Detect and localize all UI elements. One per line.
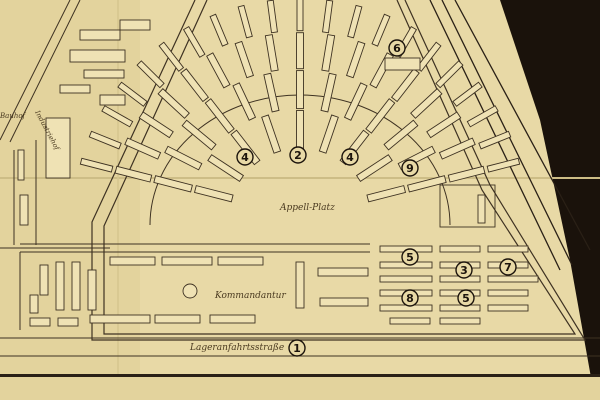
barrack-building xyxy=(138,111,174,139)
barrack-building xyxy=(318,114,339,154)
barrack-building xyxy=(157,88,190,119)
barrack-building xyxy=(390,68,420,103)
bauhof-label: Bauhof xyxy=(0,112,27,120)
map-bottom-border xyxy=(0,374,600,377)
barrack-building xyxy=(426,111,462,139)
barrack-building xyxy=(343,82,368,121)
marker-circle xyxy=(401,248,419,266)
barrack-building xyxy=(407,175,447,193)
marker-circle xyxy=(388,39,406,57)
barrack-building xyxy=(266,0,278,34)
barrack-building xyxy=(237,4,253,39)
appell-platz-label: Appell-Platz xyxy=(279,203,335,213)
marker-circle xyxy=(499,258,517,276)
camp-boundary xyxy=(91,0,587,341)
industriehof-buildings xyxy=(17,19,151,226)
kommandantur-label: Kommandantur xyxy=(214,291,286,301)
barrack-building xyxy=(478,130,512,150)
kommandantur-fence xyxy=(19,243,370,330)
barrack-building xyxy=(88,130,122,150)
barrack-building xyxy=(296,110,304,149)
barrack-building xyxy=(320,72,337,113)
barrack-building xyxy=(209,13,229,47)
barrack-building xyxy=(193,185,234,203)
barracks-group xyxy=(79,0,521,203)
barrack-building xyxy=(264,34,279,72)
barrack-building xyxy=(181,119,217,151)
barrack-building xyxy=(296,32,304,70)
barrack-building xyxy=(435,60,464,89)
barrack-building xyxy=(355,154,393,183)
marker-circle xyxy=(457,289,475,307)
marker-circle xyxy=(401,289,419,307)
barrack-building xyxy=(371,13,391,47)
barrack-building xyxy=(79,157,114,173)
marker-number: 3 xyxy=(460,264,468,277)
barrack-building xyxy=(261,114,282,154)
barrack-building xyxy=(232,82,257,121)
barrack-building xyxy=(234,40,254,79)
marker-circle xyxy=(341,148,359,166)
barrack-building xyxy=(321,34,336,72)
barrack-building xyxy=(164,145,203,171)
marker-circle xyxy=(288,339,306,357)
barrack-building xyxy=(347,4,363,39)
marker-circle xyxy=(455,261,473,279)
barrack-building xyxy=(158,41,185,72)
barrack-building xyxy=(204,98,235,134)
barrack-building xyxy=(153,175,193,193)
barrack-building xyxy=(365,98,396,134)
marker-number: 4 xyxy=(241,151,249,164)
barrack-building xyxy=(452,81,483,107)
marker-number: 7 xyxy=(504,261,512,274)
barrack-building xyxy=(180,68,210,103)
left-paths xyxy=(0,0,110,249)
marker-number: 5 xyxy=(406,251,414,264)
marker-number: 5 xyxy=(462,292,470,305)
table-background xyxy=(500,0,600,400)
barrack-building xyxy=(182,26,206,58)
lageranfahrtsstrasse-label: Lageranfahrtsstraße xyxy=(189,343,284,353)
marker-number: 9 xyxy=(406,162,414,175)
barrack-building xyxy=(263,72,280,113)
barrack-building xyxy=(124,137,162,160)
marker-circle xyxy=(289,146,307,164)
marker-circle xyxy=(401,159,419,177)
barrack-building xyxy=(466,105,499,128)
marker-number: 2 xyxy=(294,149,302,162)
barrack-building xyxy=(101,105,134,128)
barrack-building xyxy=(447,165,486,183)
marker-number: 1 xyxy=(293,342,301,355)
barrack-building xyxy=(346,40,366,79)
barrack-building xyxy=(114,165,153,183)
barrack-building xyxy=(366,185,407,203)
barrack-building xyxy=(322,0,334,34)
marker-number: 8 xyxy=(406,292,414,305)
barrack-building xyxy=(296,70,304,110)
barrack-building xyxy=(383,119,419,151)
barrack-building xyxy=(136,60,165,89)
barrack-building xyxy=(117,81,148,107)
marker-number: 6 xyxy=(393,42,401,55)
barrack-building xyxy=(486,157,521,173)
barrack-building xyxy=(410,88,443,119)
barrack-building xyxy=(438,137,476,160)
marker-number: 4 xyxy=(346,151,354,164)
paper-below-border xyxy=(0,377,600,400)
numbered-markers: 1 2 3 4 4 5 5 6 7 8 9 xyxy=(236,39,517,357)
barrack-building xyxy=(207,154,245,183)
kommandantur-buildings xyxy=(29,256,369,327)
barrack-building xyxy=(296,0,304,32)
barrack-building xyxy=(206,52,231,89)
marker-circle xyxy=(236,148,254,166)
